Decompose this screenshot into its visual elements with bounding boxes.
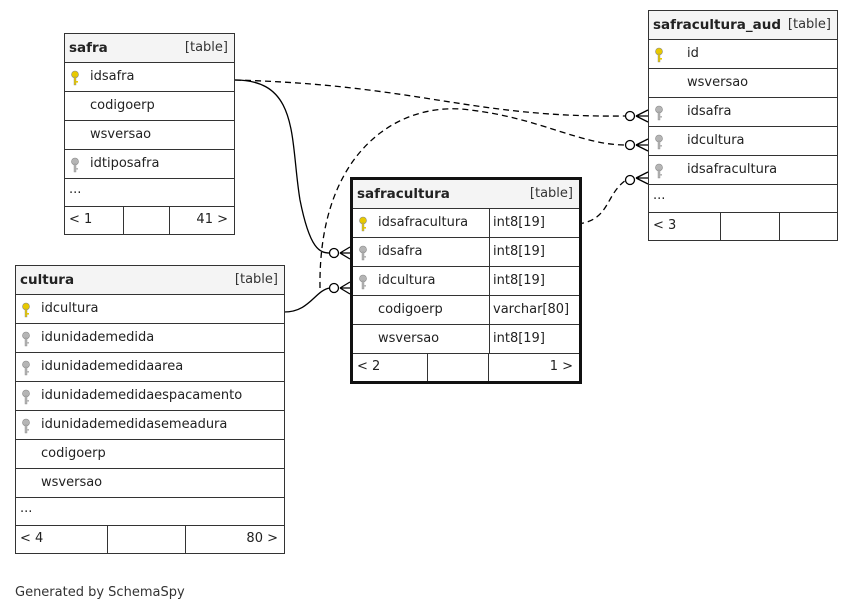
- column-row[interactable]: codigoerp: [16, 440, 284, 469]
- more-columns: ...: [16, 498, 284, 526]
- column-type: int8[19]: [489, 209, 545, 237]
- table-tag: [table]: [234, 272, 278, 287]
- foreign-key-icon: [357, 274, 369, 290]
- table-name: safracultura: [357, 186, 450, 202]
- link-safra-aud: [234, 79, 627, 117]
- column-row[interactable]: idtiposafra: [65, 150, 234, 179]
- column-row[interactable]: idcultura int8[19]: [353, 267, 579, 296]
- table-safracultura-aud[interactable]: safracultura_aud [table] id wsversao idsaf…: [648, 10, 838, 241]
- column-name: idsafracultura: [378, 215, 469, 230]
- table-safracultura[interactable]: safracultura [table] idsafracultura int8[…: [350, 177, 582, 384]
- column-row[interactable]: wsversao: [16, 469, 284, 498]
- column-name: wsversao: [41, 475, 103, 490]
- column-row[interactable]: idsafra: [649, 98, 837, 127]
- column-type: varchar[80]: [489, 296, 569, 324]
- foreign-key-icon: [20, 389, 32, 405]
- foreign-key-icon: [20, 418, 32, 434]
- column-name: idsafracultura: [687, 162, 778, 177]
- column-type: int8[19]: [489, 238, 545, 266]
- table-header: cultura [table]: [16, 266, 284, 295]
- column-name: idunidademedidaespacamento: [41, 388, 243, 403]
- column-row[interactable]: idsafracultura int8[19]: [353, 209, 579, 238]
- parents-count[interactable]: < 1: [69, 212, 93, 227]
- column-name: idunidademedidasemeadura: [41, 417, 228, 432]
- column-row[interactable]: idsafra int8[19]: [353, 238, 579, 267]
- foreign-key-icon: [653, 134, 665, 150]
- column-name: codigoerp: [90, 98, 155, 113]
- column-name: wsversao: [687, 75, 749, 90]
- column-row[interactable]: idcultura: [649, 127, 837, 156]
- primary-key-icon: [653, 47, 665, 63]
- column-row[interactable]: wsversao int8[19]: [353, 325, 579, 354]
- link-safracultura-aud-cultura: [319, 108, 627, 289]
- table-name: safracultura_aud: [653, 17, 781, 33]
- foreign-key-icon: [20, 331, 32, 347]
- table-tag: [table]: [787, 17, 831, 32]
- column-name: idunidademedida: [41, 330, 155, 345]
- column-row[interactable]: idunidademedidaespacamento: [16, 382, 284, 411]
- column-name: wsversao: [90, 127, 152, 142]
- table-safra[interactable]: safra [table] idsafra codigoerp wsversao id…: [64, 33, 235, 235]
- table-tag: [table]: [529, 186, 573, 201]
- column-name: codigoerp: [41, 446, 106, 461]
- table-name: cultura: [20, 272, 75, 288]
- column-row[interactable]: id: [649, 40, 837, 69]
- parents-count[interactable]: < 4: [20, 531, 44, 546]
- parents-count[interactable]: < 2: [357, 359, 381, 374]
- children-count[interactable]: 80 >: [246, 531, 278, 546]
- column-name: idsafra: [378, 244, 423, 259]
- primary-key-icon: [20, 302, 32, 318]
- table-header: safracultura [table]: [353, 180, 579, 209]
- table-header: safra [table]: [65, 34, 234, 63]
- column-row[interactable]: idunidademedidaarea: [16, 353, 284, 382]
- foreign-key-icon: [69, 157, 81, 173]
- table-footer: < 2 1 >: [353, 354, 579, 381]
- foreign-key-icon: [357, 245, 369, 261]
- column-name: codigoerp: [378, 302, 443, 317]
- column-name: idsafra: [687, 104, 732, 119]
- column-row[interactable]: codigoerp varchar[80]: [353, 296, 579, 325]
- column-row[interactable]: idsafracultura: [649, 156, 837, 185]
- more-columns: ...: [649, 185, 837, 213]
- primary-key-icon: [357, 216, 369, 232]
- link-safracultura-aud-pk: [577, 179, 627, 225]
- table-cultura[interactable]: cultura [table] idcultura idunidademedida…: [15, 265, 285, 554]
- column-row[interactable]: idcultura: [16, 295, 284, 324]
- column-name: idtiposafra: [90, 156, 160, 171]
- children-count[interactable]: 41 >: [196, 212, 228, 227]
- link-cultura-safracultura: [283, 287, 331, 313]
- more-columns: ...: [65, 179, 234, 207]
- column-type: int8[19]: [489, 325, 545, 353]
- column-name: idunidademedidaarea: [41, 359, 184, 374]
- table-tag: [table]: [184, 40, 228, 55]
- generator-credit: Generated by SchemaSpy: [15, 585, 185, 600]
- primary-key-icon: [69, 70, 81, 86]
- table-name: safra: [69, 40, 108, 56]
- parents-count[interactable]: < 3: [653, 218, 677, 233]
- table-header: safracultura_aud [table]: [649, 11, 837, 40]
- column-type: int8[19]: [489, 267, 545, 295]
- column-name: idsafra: [90, 69, 135, 84]
- children-count[interactable]: 1 >: [549, 359, 573, 374]
- column-row[interactable]: idunidademedida: [16, 324, 284, 353]
- column-row[interactable]: wsversao: [649, 69, 837, 98]
- column-name: wsversao: [378, 331, 440, 346]
- column-row[interactable]: idsafra: [65, 63, 234, 92]
- column-name: id: [687, 46, 699, 61]
- column-row[interactable]: wsversao: [65, 121, 234, 150]
- foreign-key-icon: [20, 360, 32, 376]
- column-name: idcultura: [687, 133, 745, 148]
- column-row[interactable]: codigoerp: [65, 92, 234, 121]
- table-footer: < 1 41 >: [65, 207, 234, 234]
- foreign-key-icon: [653, 105, 665, 121]
- foreign-key-icon: [653, 163, 665, 179]
- table-footer: < 3: [649, 213, 837, 240]
- column-name: idcultura: [378, 273, 436, 288]
- table-footer: < 4 80 >: [16, 526, 284, 553]
- link-safra-safracultura: [234, 79, 331, 254]
- column-name: idcultura: [41, 301, 99, 316]
- column-row[interactable]: idunidademedidasemeadura: [16, 411, 284, 440]
